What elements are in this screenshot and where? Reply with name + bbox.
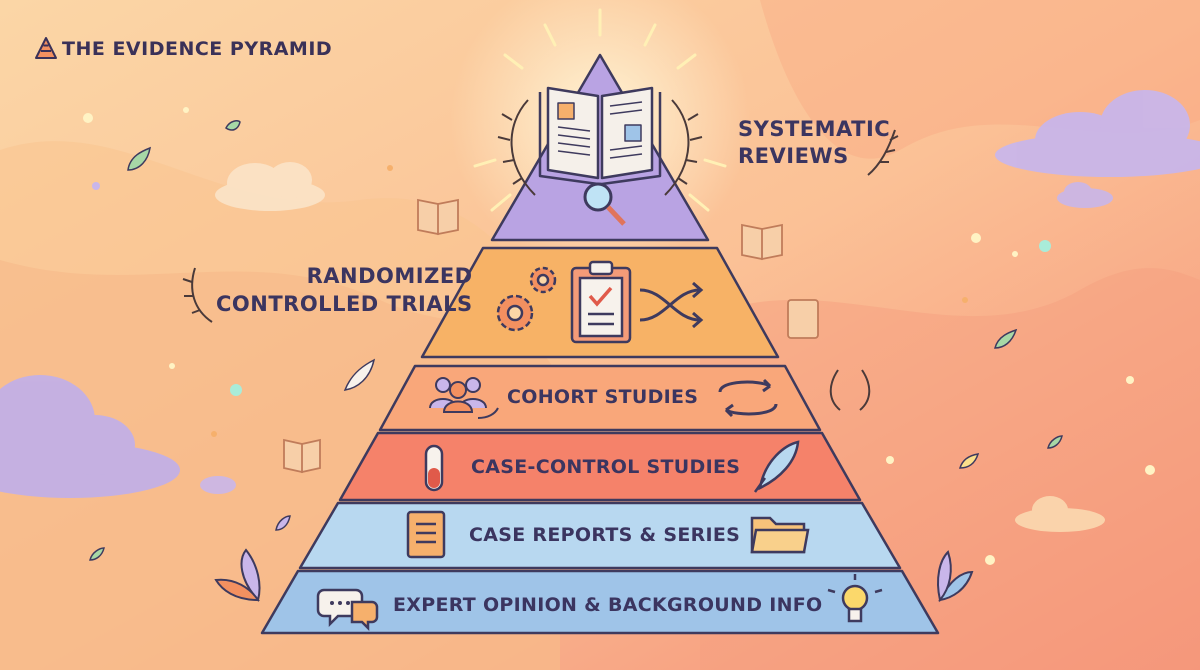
tier-label-cohort: COHORT STUDIES: [507, 386, 699, 408]
label-line: CONTROLLED TRIALS: [216, 292, 473, 316]
label-line: REVIEWS: [738, 144, 849, 168]
label-line: RANDOMIZED: [306, 264, 473, 288]
tier-label-case-reports: CASE REPORTS & SERIES: [469, 524, 741, 546]
floating-book-icon: [283, 198, 819, 474]
gears-icon: [496, 266, 557, 332]
light-rays: [473, 8, 727, 212]
tier-label-expert-opinion: EXPERT OPINION & BACKGROUND INFO: [393, 594, 823, 616]
shuffle-icon: [639, 281, 704, 329]
cloud: [1015, 496, 1105, 532]
label-line: SYSTEMATIC: [738, 117, 891, 141]
quill-icon: [753, 440, 800, 493]
lightbulb-icon: [827, 574, 883, 623]
label-systematic-reviews: SYSTEMATIC REVIEWS: [738, 116, 890, 170]
tier-case-reports: [298, 501, 902, 570]
laurel-icon: [182, 129, 899, 411]
label-rct: RANDOMIZED CONTROLLED TRIALS: [216, 262, 473, 318]
cloud: [1057, 182, 1113, 208]
pyramid-logo-icon: [35, 37, 57, 59]
tier-systematic-reviews: [490, 53, 710, 242]
magnifier-icon: [583, 182, 626, 226]
cycle-arrows-icon: [718, 378, 778, 418]
cloud: [0, 375, 180, 498]
people-group-icon: [429, 377, 499, 419]
clipboard-check-icon: [570, 260, 632, 344]
cloud: [215, 162, 325, 211]
cloud: [200, 476, 236, 494]
tier-cohort: [378, 364, 822, 432]
sparkles: [83, 107, 1155, 565]
cloud: [995, 90, 1200, 177]
folder-icon: [750, 516, 810, 554]
leaf-icon: [89, 120, 1063, 561]
test-tube-icon: [424, 444, 444, 492]
document-icon: [406, 510, 446, 559]
background-wave: [700, 268, 1200, 670]
tier-case-control: [338, 431, 862, 502]
tier-expert-opinion: [260, 569, 940, 635]
page-title: THE EVIDENCE PYRAMID: [62, 38, 333, 60]
tier-label-case-control: CASE-CONTROL STUDIES: [471, 456, 741, 478]
speech-bubbles-icon: [316, 588, 379, 632]
plant-icon: [214, 548, 974, 603]
laurel-icon: [497, 99, 703, 196]
open-book-icon: [538, 86, 662, 186]
